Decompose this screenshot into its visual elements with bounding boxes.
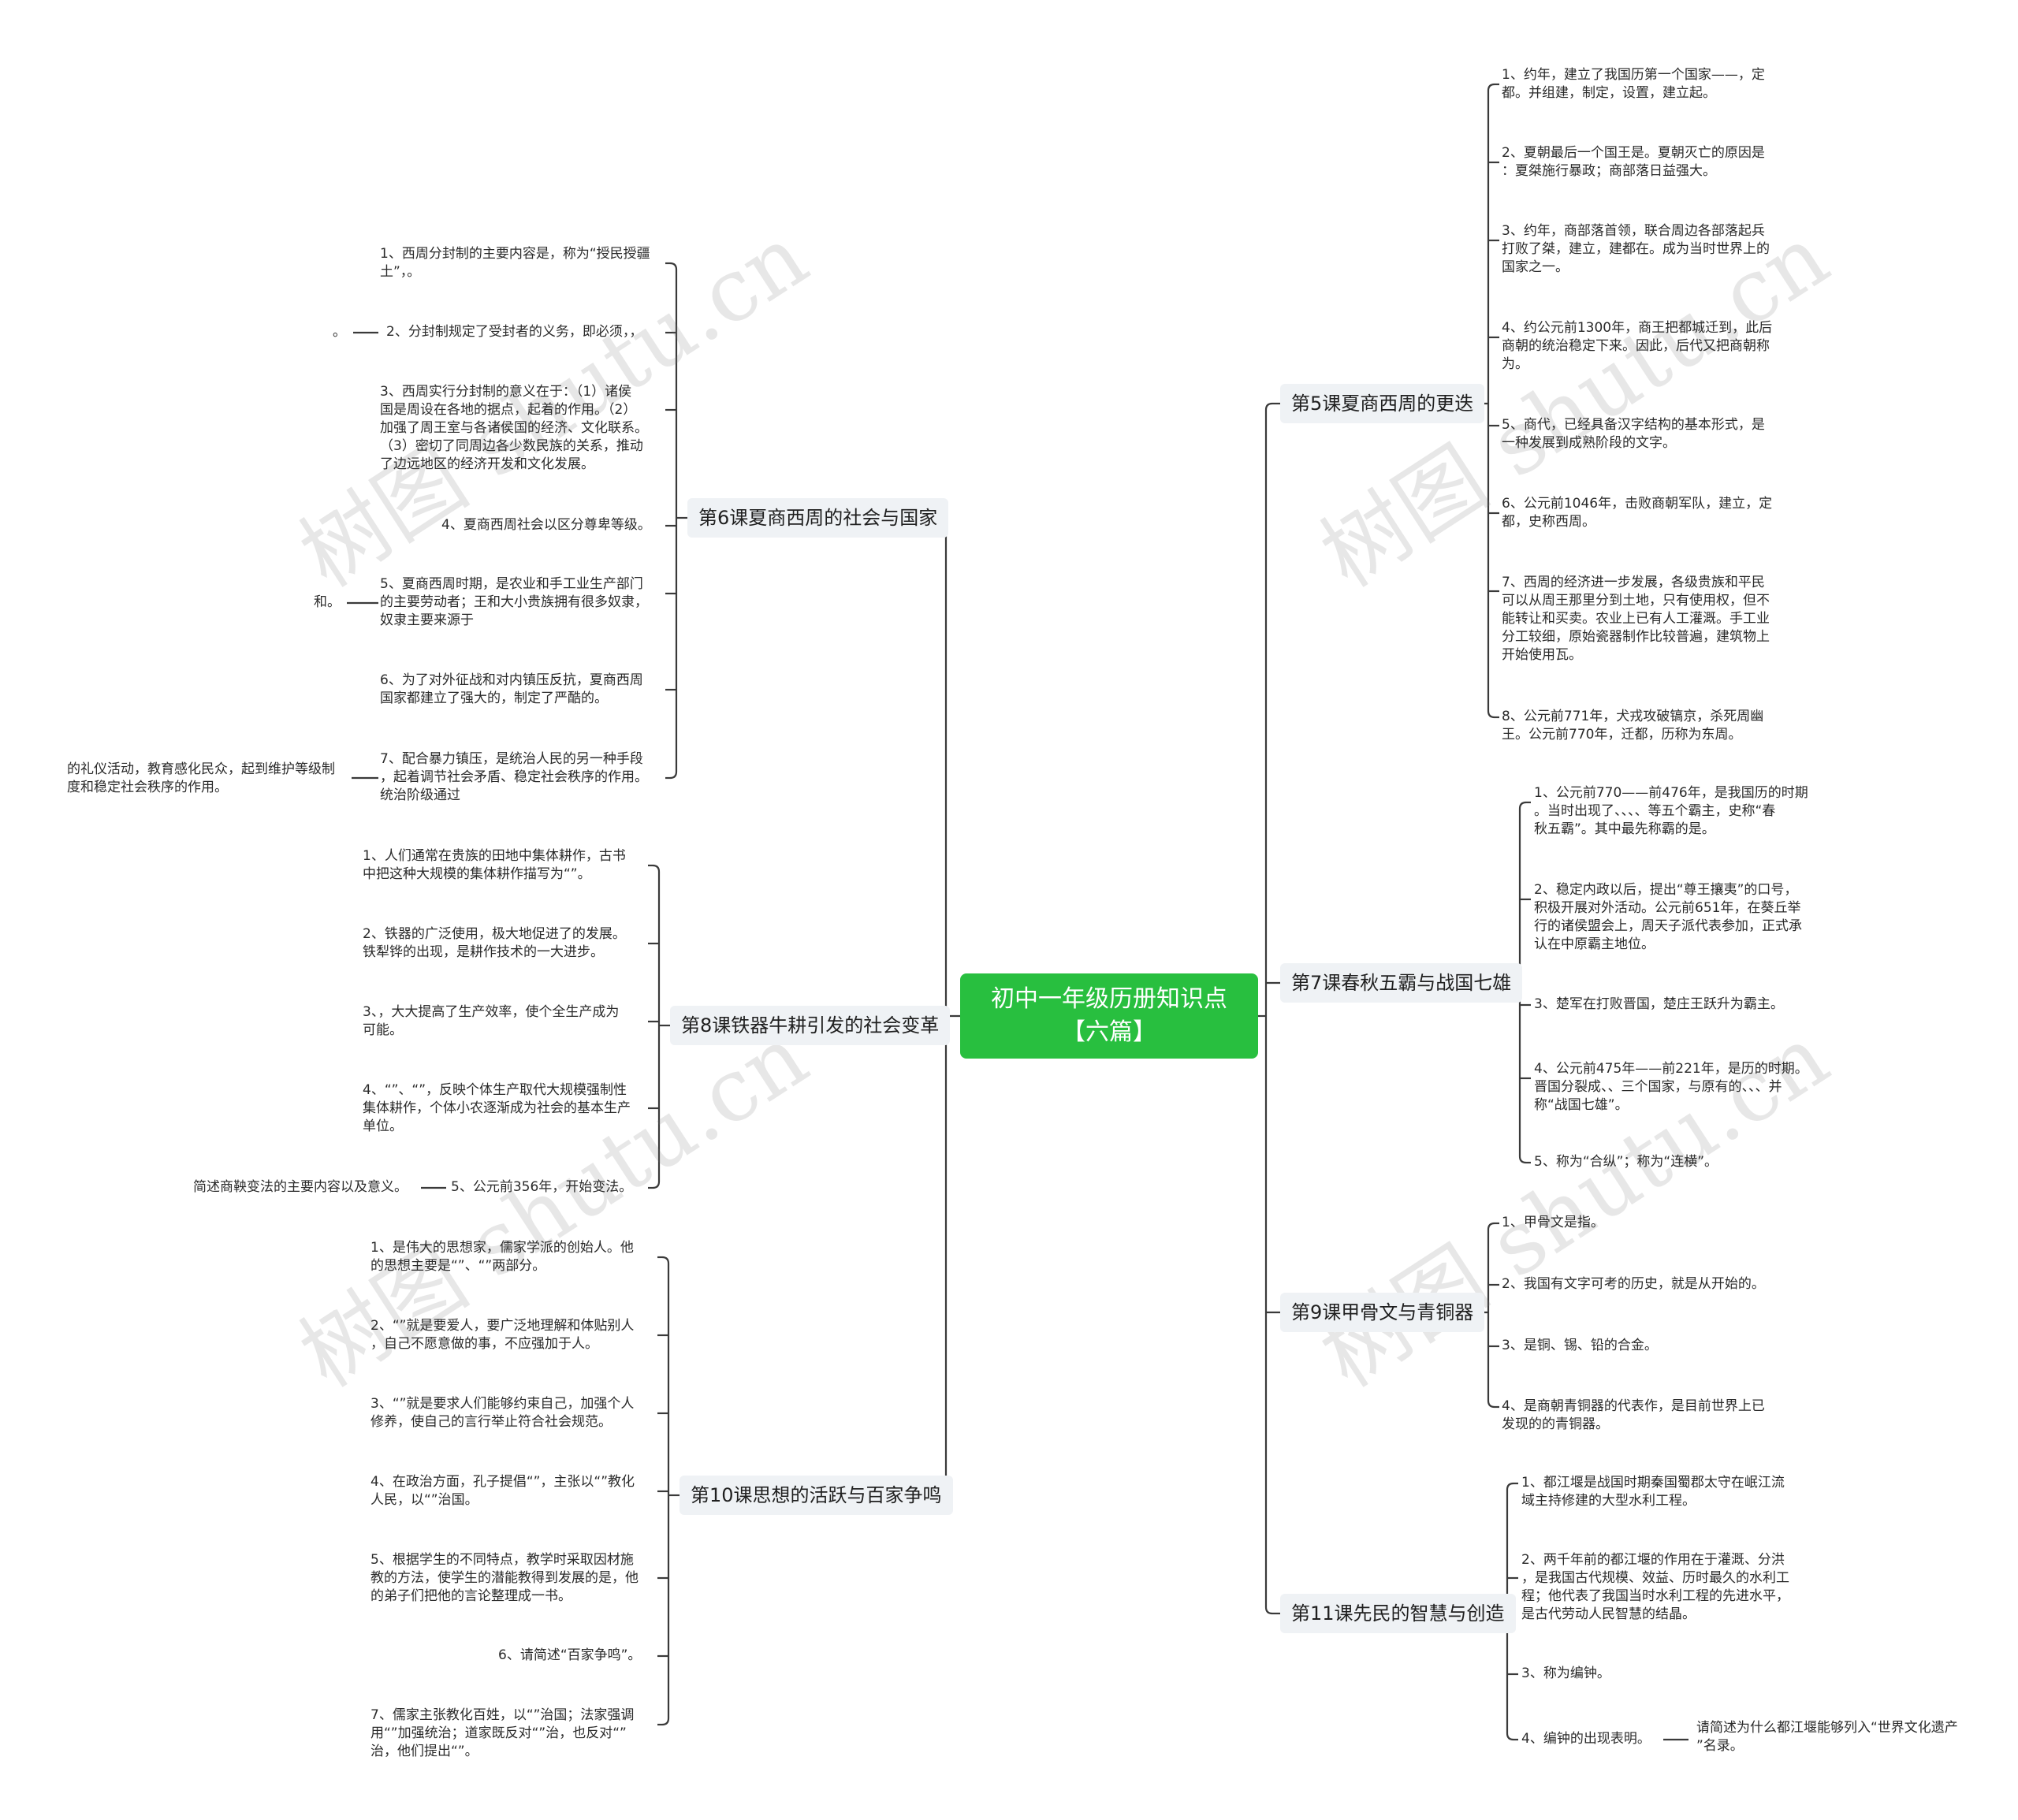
branch-topic[interactable]: 第7课春秋五霸与战国七雄	[1280, 963, 1523, 1003]
leaf-item[interactable]: 6、请简述“百家争鸣”。	[498, 1647, 642, 1663]
leaf-item[interactable]: 5、商代，已经具备汉字结构的基本形式，是 一种发展到成熟阶段的文字。	[1502, 417, 1765, 451]
leaf-item[interactable]: 7、西周的经济进一步发展，各级贵族和平民 可以从周王那里分到土地，只有使用权，但…	[1502, 575, 1770, 663]
branch2-bracket	[1487, 1222, 1495, 1409]
branch-topic[interactable]: 第6课夏商西周的社会与国家	[687, 498, 949, 538]
leaf-item[interactable]: 1、公元前770——前476年，是我国历的时期 。当时出现了、、、、等五个霸主，…	[1534, 785, 1808, 837]
root-topic[interactable]: 初中一年级历册知识点【六篇】	[960, 973, 1258, 1059]
leaf-item[interactable]: 7、儒家主张教化百姓，以“”治国；法家强调 用“”加强统治；道家既反对“”治，也…	[370, 1707, 635, 1759]
sub-item[interactable]: 。	[333, 324, 346, 340]
leaf-item[interactable]: 1、人们通常在贵族的田地中集体耕作，古书 中把这种大规模的集体耕作描写为“”。	[363, 848, 626, 882]
leaf-item[interactable]: 3、西周实行分封制的意义在于：（1）诸侯 国是周设在各地的据点，起着的作用。（2…	[380, 384, 648, 472]
leaf-item[interactable]: 5、夏商西周时期，是农业和手工业生产部门 的主要劳动者；王和大小贵族拥有很多奴隶…	[380, 576, 648, 628]
leaf-item[interactable]: 4、是商朝青铜器的代表作，是目前世界上已 发现的的青铜器。	[1502, 1398, 1765, 1432]
leaf-item[interactable]: 2、“”就是要爱人，要广泛地理解和体贴别人 ，自己不愿意做的事，不应强加于人。	[370, 1318, 635, 1352]
branch5-bracket	[652, 864, 661, 1189]
branch-topic[interactable]: 第10课思想的活跃与百家争鸣	[679, 1476, 953, 1515]
leaf-item[interactable]: 7、配合暴力镇压，是统治人民的另一种手段 ，起着调节社会矛盾、稳定社会秩序的作用…	[380, 751, 648, 803]
leaf-item[interactable]: 2、我国有文字可考的历史，就是从开始的。	[1502, 1276, 1765, 1292]
leaf-item[interactable]: 4、在政治方面，孔子提倡“”，主张以“”教化 人民，以“”治国。	[370, 1474, 635, 1508]
leaf-item[interactable]: 3、，大大提高了生产效率，使个全生产成为 可能。	[363, 1004, 620, 1038]
leaf-item[interactable]: 3、楚军在打败晋国，楚庄王跃升为霸主。	[1534, 996, 1784, 1012]
branch4-bracket	[669, 262, 678, 780]
sub-item[interactable]: 的礼仪活动，教育感化民众，起到维护等级制 度和稳定社会秩序的作用。	[67, 761, 335, 795]
leaf-item[interactable]: 6、为了对外征战和对内镇压反抗，夏商西周 国家都建立了强大的，制定了严酷的。	[380, 672, 643, 706]
leaf-item[interactable]: 4、公元前475年——前221年，是历的时期。 晋国分裂成、、三个国家，与原有的…	[1534, 1061, 1808, 1113]
branch-topic[interactable]: 第5课夏商西周的更迭	[1280, 384, 1485, 423]
root-right-bracket	[1264, 402, 1273, 1615]
leaf-item[interactable]: 3、约年，商部落首领，联合周边各部落起兵 打败了桀，建立，建都在。成为当时世界上…	[1502, 223, 1770, 275]
leaf-item[interactable]: 1、都江堰是战国时期秦国蜀郡太守在岷江流 域主持修建的大型水利工程。	[1521, 1475, 1785, 1509]
sub-item[interactable]: 简述商鞅变法的主要内容以及意义。	[193, 1179, 408, 1195]
branch-topic[interactable]: 第11课先民的智慧与创造	[1280, 1594, 1516, 1633]
leaf-item[interactable]: 1、是伟大的思想家，儒家学派的创始人。他 的思想主要是“”、“”两部分。	[370, 1240, 634, 1274]
leaf-item[interactable]: 8、公元前771年，犬戎攻破镐京，杀死周幽 王。公元前770年，迁都，历称为东周…	[1502, 709, 1764, 743]
leaf-item[interactable]: 4、“”、“”，反映个体生产取代大规模强制性 集体耕作，个体小农逐渐成为社会的基…	[363, 1082, 631, 1134]
sub-item[interactable]: 和。	[314, 594, 341, 610]
leaf-item[interactable]: 5、称为“合纵”；称为“连横”。	[1534, 1154, 1718, 1170]
branch-topic[interactable]: 第9课甲骨文与青铜器	[1280, 1293, 1485, 1332]
leaf-item[interactable]: 4、夏商西周社会以区分尊卑等级。	[441, 517, 651, 533]
leaf-item[interactable]: 1、甲骨文是指。	[1502, 1215, 1604, 1230]
leaf-item[interactable]: 5、公元前356年，开始变法。	[451, 1179, 633, 1195]
branch-topic[interactable]: 第8课铁器牛耕引发的社会变革	[670, 1006, 951, 1045]
leaf-item[interactable]: 3、是铜、锡、铅的合金。	[1502, 1338, 1658, 1353]
leaf-item[interactable]: 2、两千年前的都江堰的作用在于灌溉、分洪 ，是我国古代规模、效益、历时最久的水利…	[1521, 1552, 1789, 1622]
branch0-bracket	[1487, 83, 1495, 719]
leaf-item[interactable]: 4、约公元前1300年，商王把都城迁到，此后 商朝的统治稳定下来。因此，后代又把…	[1502, 320, 1773, 372]
leaf-item[interactable]: 2、铁器的广泛使用，极大地促进了的发展。 铁犁铧的出现，是耕作技术的一大进步。	[363, 926, 626, 960]
leaf-item[interactable]: 4、编钟的出现表明。	[1521, 1731, 1651, 1747]
leaf-item[interactable]: 1、约年，建立了我国历第一个国家——，定 都。并组建，制定，设置，建立起。	[1502, 67, 1765, 101]
leaf-item[interactable]: 1、西周分封制的主要内容是，称为“授民授疆 土”，。	[380, 246, 650, 280]
leaf-item[interactable]: 2、夏朝最后一个国王是。夏朝灭亡的原因是 ：夏桀施行暴政；商部落日益强大。	[1502, 145, 1765, 179]
leaf-item[interactable]: 6、公元前1046年，击败商朝军队，建立，定 都，史称西周。	[1502, 496, 1773, 530]
leaf-item[interactable]: 3、称为编钟。	[1521, 1666, 1610, 1681]
leaf-item[interactable]: 2、分封制规定了受封者的义务，即必须，，	[386, 324, 643, 340]
leaf-item[interactable]: 5、根据学生的不同特点，教学时采取因材施 教的方法，使学生的潜能教得到发展的是，…	[370, 1552, 639, 1604]
leaf-item[interactable]: 3、“”就是要求人们能够约束自己，加强个人 修养，使自己的言行举止符合社会规范。	[370, 1396, 635, 1430]
leaf-item[interactable]: 2、稳定内政以后，提出“尊王攘夷”的口号， 积极开展对外活动。公元前651年，在…	[1534, 882, 1802, 952]
sub-item[interactable]: 请简述为什么都江堰能够列入“世界文化遗产 ”名录。	[1696, 1720, 1958, 1754]
